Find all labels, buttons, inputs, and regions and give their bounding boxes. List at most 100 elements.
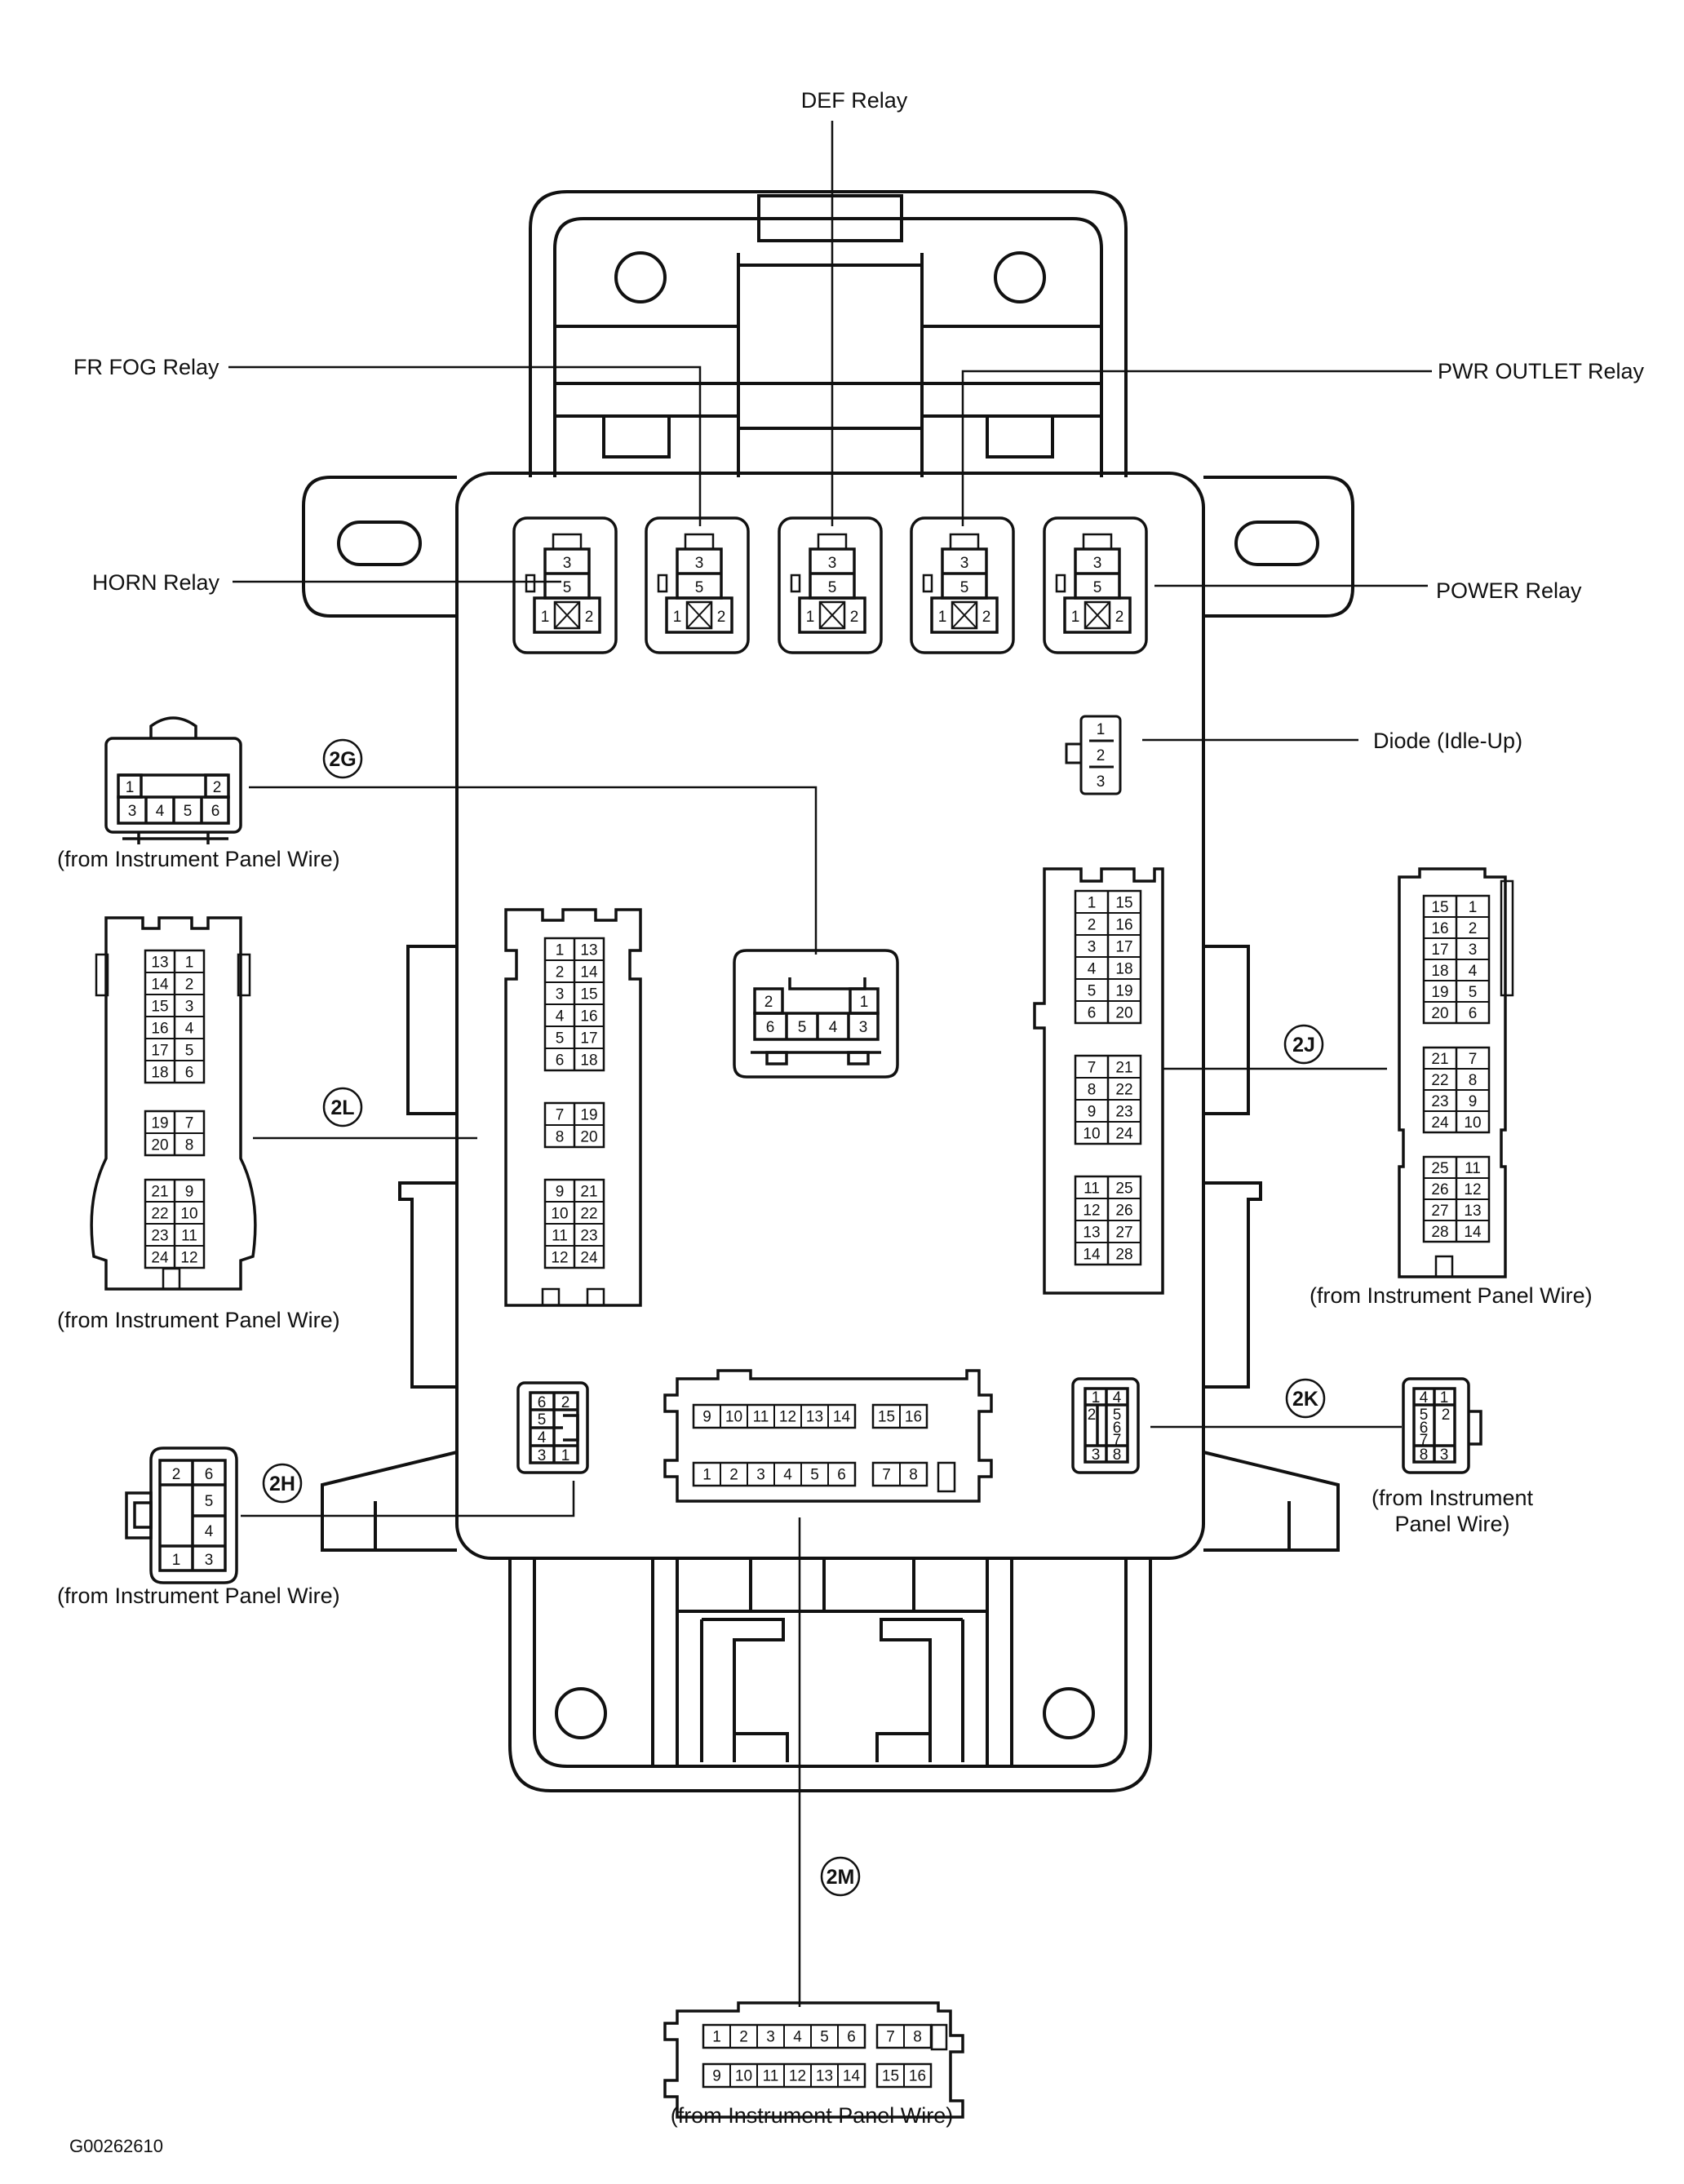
2l-block-pin: 2 [556, 964, 565, 981]
mounting-hole [994, 251, 1046, 303]
2j-block-pin: 14 [1083, 1247, 1101, 1264]
2m-block-pin: 11 [753, 1409, 769, 1426]
junction-block-housing [302, 190, 1354, 1792]
2l-plug-pin: 20 [151, 1137, 168, 1154]
2g-plug-pin-4: 4 [156, 803, 165, 820]
2l-block-pin: 10 [551, 1206, 568, 1223]
2m-plug-pin: 5 [820, 2029, 829, 2046]
2g-plug-pin-6: 6 [211, 803, 220, 820]
2j-plug-pin: 4 [1469, 963, 1478, 980]
2j-source-label: (from Instrument Panel Wire) [1310, 1283, 1593, 1308]
diode-idle-up [1065, 715, 1358, 795]
mounting-hole [1043, 1687, 1095, 1739]
2l-id-label: 2L [330, 1096, 354, 1119]
2h-source-label: (from Instrument Panel Wire) [57, 1584, 340, 1608]
2l-plug-pin: 10 [180, 1206, 197, 1223]
2l-plug-pin: 17 [151, 1043, 168, 1060]
relay-pin: 2 [1115, 609, 1124, 626]
2m-plug-pin: 12 [789, 2068, 806, 2085]
2g-block-pin-5: 5 [798, 1019, 807, 1036]
2j-plug-pin: 26 [1431, 1181, 1448, 1198]
2m-plug-pin: 3 [766, 2029, 775, 2046]
2g-id-label: 2G [329, 748, 356, 771]
2l-block-pin: 8 [556, 1129, 565, 1146]
relay-pin: 5 [563, 579, 572, 596]
2m-block-pin: 3 [756, 1467, 765, 1484]
2l-plug-pin: 13 [151, 955, 168, 972]
2l-plug-pin: 19 [151, 1115, 168, 1132]
2m-plug-pin: 13 [816, 2068, 833, 2085]
2h-block-pin-3: 3 [538, 1447, 547, 1464]
relay-pin: 3 [695, 555, 704, 572]
mounting-hole [614, 251, 667, 303]
connector-2k-socket [1071, 1377, 1140, 1474]
2l-plug-pin: 9 [185, 1184, 194, 1201]
2h-plug-pin-2: 2 [172, 1466, 181, 1483]
connector-2k-plug [1402, 1377, 1482, 1474]
2j-plug-pin: 3 [1469, 941, 1478, 959]
2k-block-pin-2: 2 [1088, 1407, 1097, 1424]
2l-block-pin: 1 [556, 942, 565, 959]
2l-block-pin: 19 [580, 1107, 597, 1124]
relay-pin: 1 [806, 609, 815, 626]
2j-block-pin: 16 [1115, 917, 1132, 934]
connector-2g-plug [104, 716, 242, 844]
relay-pin: 5 [828, 579, 837, 596]
2l-block-pin: 21 [580, 1184, 597, 1201]
2j-block-pin: 9 [1088, 1104, 1097, 1121]
2j-plug-pin: 24 [1431, 1114, 1449, 1132]
2m-plug-pin: 6 [847, 2029, 856, 2046]
relay-pin: 1 [541, 609, 550, 626]
2h-plug-pin-6: 6 [205, 1466, 214, 1483]
mounting-hole [555, 1687, 607, 1739]
relay-pin: 1 [673, 609, 682, 626]
pwr-outlet-relay-label: PWR OUTLET Relay [1438, 359, 1645, 383]
2h-plug-pin-4: 4 [205, 1523, 214, 1540]
fr-fog-relay-label: FR FOG Relay [73, 355, 219, 379]
2k-block-pin-3: 3 [1092, 1446, 1101, 1464]
relay-pin: 1 [938, 609, 947, 626]
2m-plug-pin: 15 [882, 2068, 899, 2085]
2l-source-label: (from Instrument Panel Wire) [57, 1308, 340, 1332]
relay-pin: 3 [960, 555, 969, 572]
2k-id-circle [1285, 1378, 1326, 1419]
2m-block-pin: 15 [878, 1409, 895, 1426]
diode-pin-2: 2 [1097, 747, 1106, 764]
2l-block-pin: 14 [580, 964, 598, 981]
relay-pin: 2 [850, 609, 859, 626]
2k-block-pin-7: 7 [1113, 1432, 1122, 1449]
2g-plug-pin-3: 3 [128, 803, 137, 820]
diode-label: Diode (Idle-Up) [1373, 729, 1522, 753]
2l-plug-pin: 8 [185, 1137, 194, 1154]
2m-plug-pin: 1 [712, 2029, 721, 2046]
relay-pin: 5 [960, 579, 969, 596]
2l-block-pin: 18 [580, 1052, 597, 1070]
2j-plug-pin: 1 [1469, 899, 1478, 916]
2m-plug-pin: 14 [843, 2068, 861, 2085]
2g-block-pin-4: 4 [829, 1019, 838, 1036]
2k-plug-pin-4: 4 [1420, 1389, 1429, 1407]
2l-block-pin: 6 [556, 1052, 565, 1070]
2j-block-pin: 17 [1115, 939, 1132, 956]
2m-plug-pin: 2 [739, 2029, 748, 2046]
2m-plug-pin: 7 [886, 2029, 895, 2046]
relay-pin: 2 [717, 609, 726, 626]
2j-plug-pin: 10 [1464, 1114, 1481, 1132]
2g-block-pin-1: 1 [860, 994, 869, 1011]
relay-pin: 3 [1093, 555, 1102, 572]
2m-block-pin: 14 [833, 1409, 851, 1426]
2j-block-pin: 2 [1088, 917, 1097, 934]
2l-plug-pin: 5 [185, 1043, 194, 1060]
2l-id-circle [322, 1087, 363, 1127]
2g-plug-pin-1: 1 [126, 779, 135, 796]
